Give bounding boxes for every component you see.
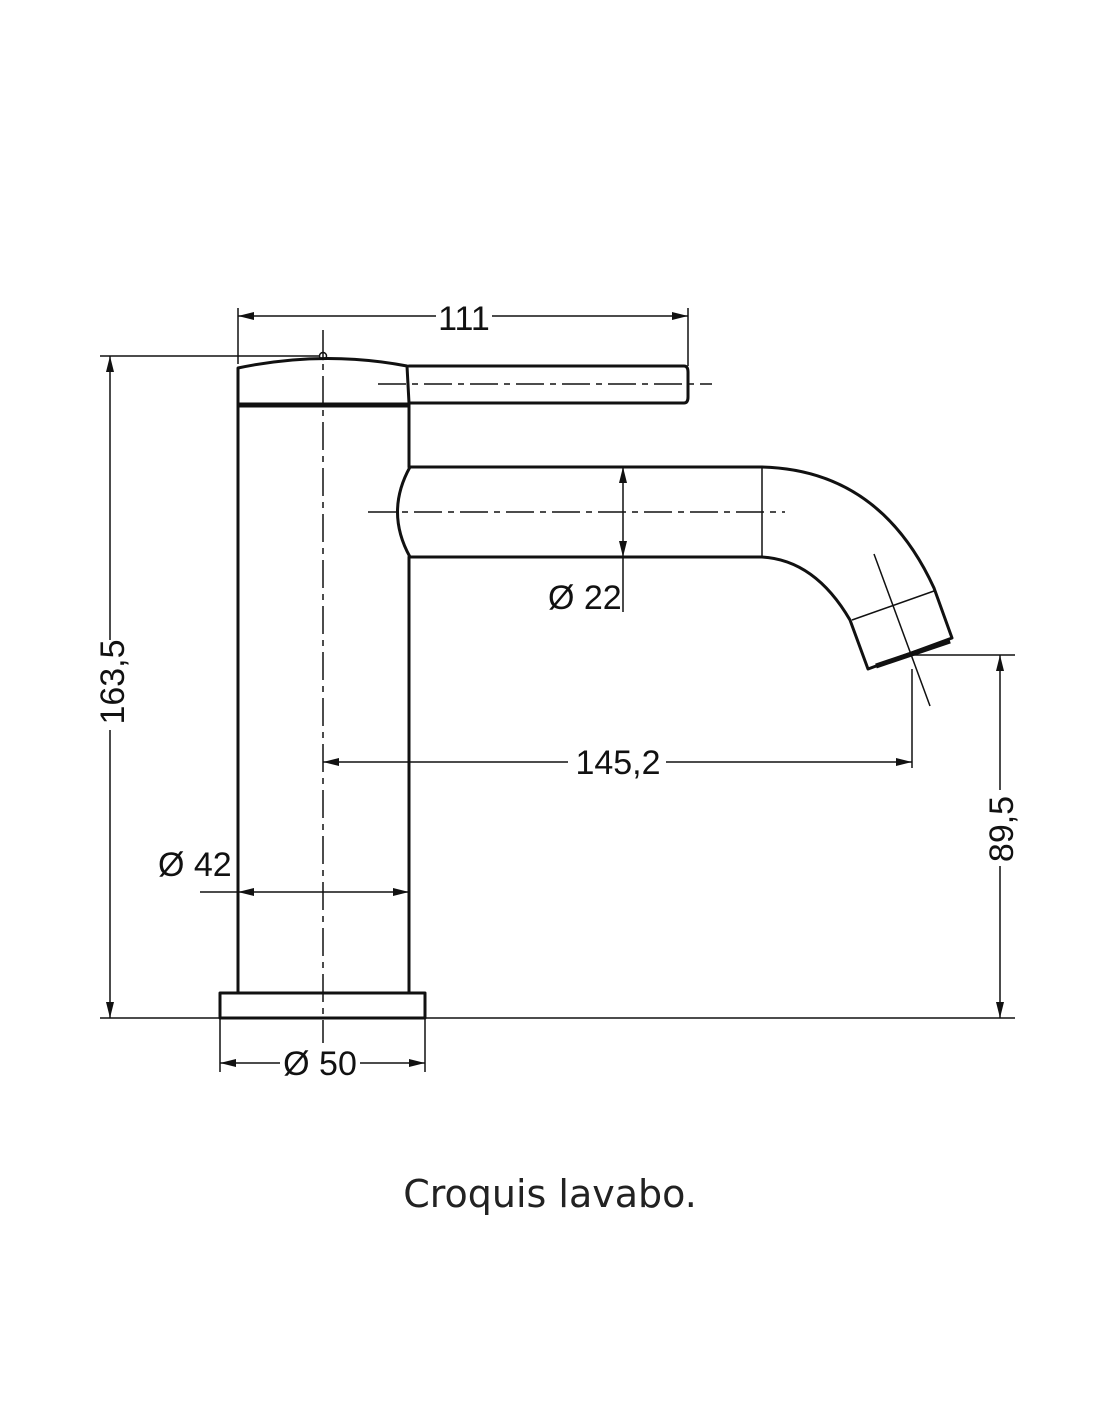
faucet-body — [218, 351, 427, 1020]
dim-spout-height: 89,5 — [983, 796, 1021, 862]
dim-total-height: 163,5 — [94, 639, 132, 724]
caption: Croquis lavabo. — [403, 1172, 697, 1216]
dim-body-diameter: Ø 42 — [158, 846, 232, 884]
spout — [396, 465, 954, 671]
dim-base-diameter: Ø 50 — [283, 1045, 357, 1083]
dim-spout-reach: 145,2 — [575, 744, 660, 782]
dim-handle-width: 111 — [438, 300, 490, 338]
dim-spout-diameter: Ø 22 — [548, 579, 622, 617]
handle-lever — [407, 364, 690, 405]
center-lines — [322, 330, 931, 1045]
